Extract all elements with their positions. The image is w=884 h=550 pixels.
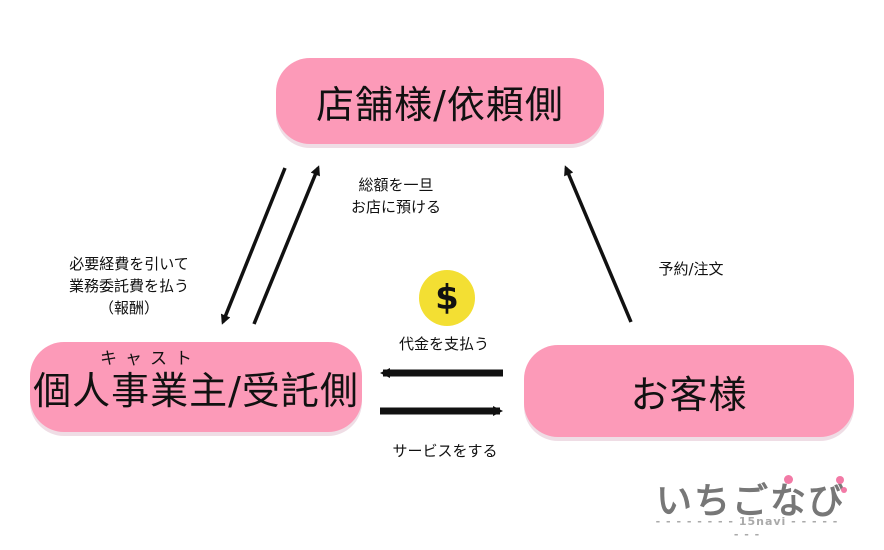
commission-label: 必要経費を引いて 業務委託費を払う （報酬）: [68, 255, 189, 317]
customer-label: お客様: [630, 372, 748, 417]
customer-node: お客様: [524, 345, 854, 437]
individual-node: 個人事業主/受託側: [30, 342, 362, 432]
ichigonavi-logo: いちごなび - - - - - - - - 15navi - - - - - -…: [652, 472, 848, 541]
logo-sub: - - - - - - - - 15navi - - - - - - - -: [655, 515, 839, 541]
logo-dot: [836, 476, 844, 484]
logo-sub-text: 15navi: [738, 515, 787, 528]
total-hold-label: 総額を一旦 お店に預ける: [350, 176, 441, 216]
arrow-customer-to-store: [564, 165, 633, 323]
dollar-coin-icon: $: [419, 270, 475, 326]
arrow-store-to-individual: [220, 167, 287, 325]
logo-main-text: いちごなび: [656, 481, 847, 522]
service-label: サービスをする: [392, 442, 498, 460]
payment-label: 代金を支払う: [398, 335, 489, 353]
store-label: 店舗様/依頼側: [316, 82, 564, 127]
arrow-individual-to-store: [252, 165, 320, 325]
logo-dot: [841, 487, 847, 493]
reservation-label: 予約/注文: [658, 260, 724, 278]
individual-label: 個人事業主/受託側: [33, 368, 359, 413]
logo-dot: [784, 475, 793, 484]
store-node: 店舗様/依頼側: [276, 58, 604, 144]
individual-furigana: キャスト: [100, 349, 200, 369]
coin-symbol: $: [435, 278, 459, 318]
